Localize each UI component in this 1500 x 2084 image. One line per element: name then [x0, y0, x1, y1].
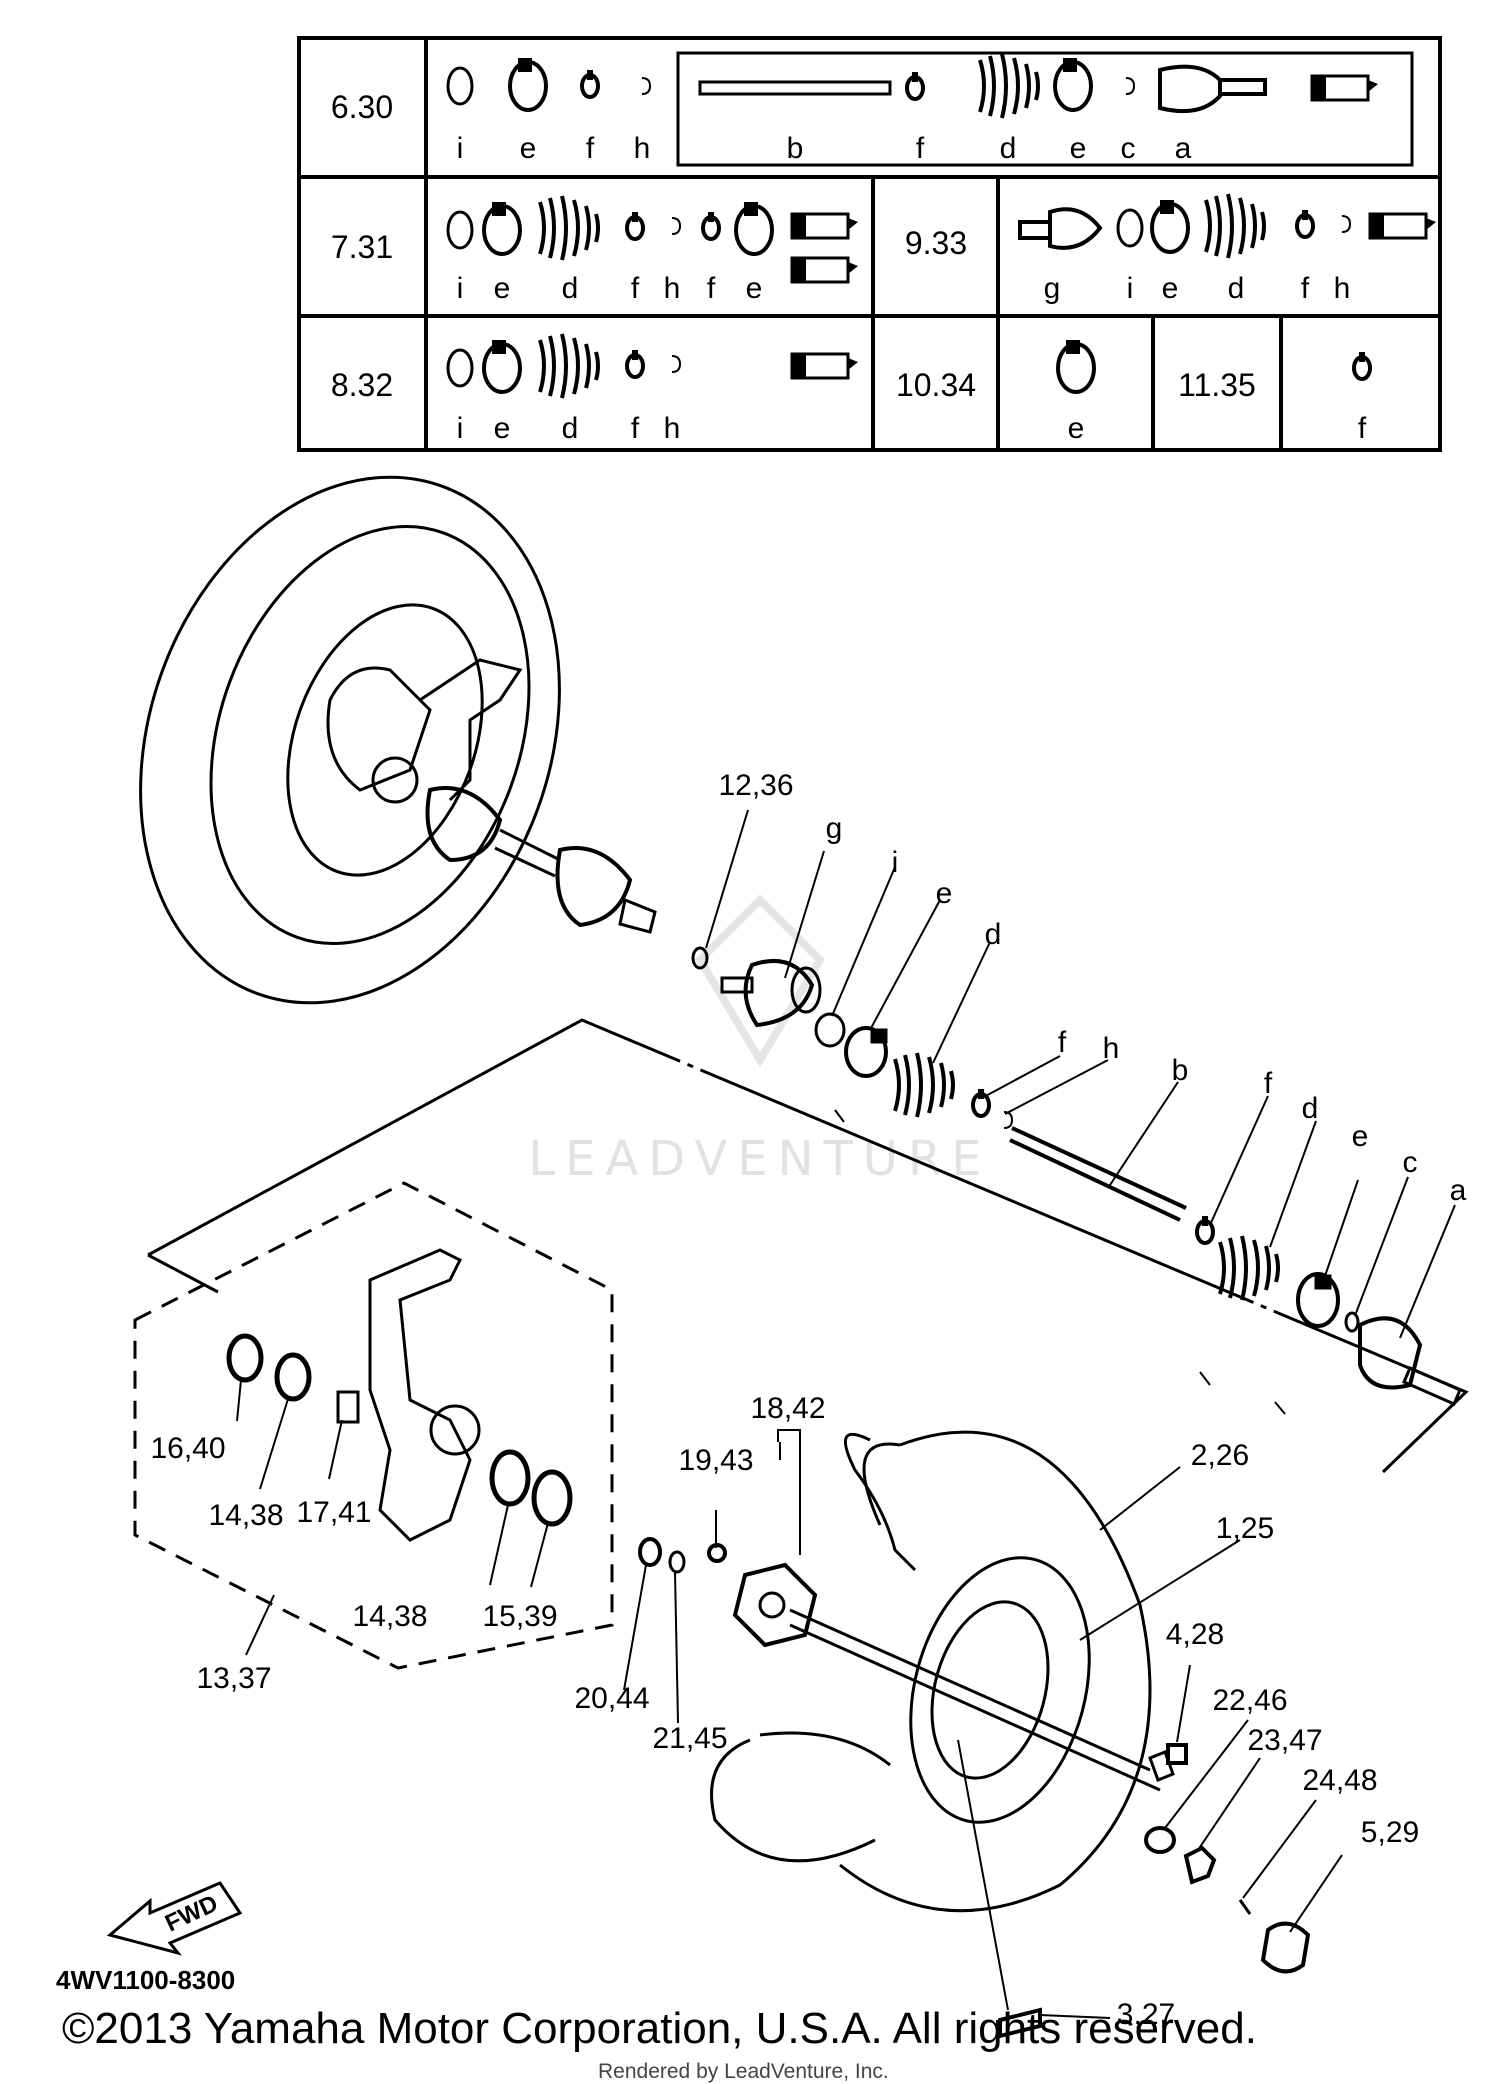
- shaft-outline: [147, 1018, 1469, 1474]
- o-ring: [668, 1550, 686, 1574]
- kit-letter: d: [562, 272, 579, 305]
- kit-letter: f: [707, 272, 716, 305]
- callout-f: f: [1058, 1026, 1067, 1059]
- kit-letter: e: [520, 132, 537, 165]
- knuckle-group-outline: [133, 1181, 614, 1670]
- kit-letter: d: [1228, 272, 1245, 305]
- callout-22-46: 22,46: [1212, 1684, 1287, 1717]
- watermark: LEADVENTURE: [528, 894, 991, 1187]
- part-number: 4WV1100-8300: [56, 1965, 236, 1995]
- callout-i: i: [892, 846, 899, 879]
- shaft-outline-left: [147, 1253, 219, 1294]
- kit-letter: h: [1334, 272, 1351, 305]
- kit-letter: i: [457, 132, 464, 165]
- kit-letter: e: [1068, 412, 1085, 445]
- callout-a: a: [1450, 1174, 1467, 1207]
- callout-5-29: 5,29: [1361, 1816, 1419, 1849]
- copyright-notice: ©2013 Yamaha Motor Corporation, U.S.A. A…: [62, 2004, 1257, 2053]
- callout-d: d: [985, 918, 1002, 951]
- callout-labels: 12,36 g i e d f h b f d e c a 18,42 19,4…: [150, 769, 1466, 2031]
- callout-14-38b: 14,38: [352, 1600, 427, 1633]
- callout-4-28: 4,28: [1166, 1618, 1224, 1651]
- callout-13-37: 13,37: [196, 1662, 271, 1695]
- kit-letter: f: [631, 412, 640, 445]
- callout-23-47: 23,47: [1247, 1724, 1322, 1757]
- callout-12-36: 12,36: [718, 769, 793, 802]
- fwd-arrow-icon: FWD: [106, 1881, 243, 1956]
- table-key-8-32: 8.32: [331, 367, 393, 403]
- knuckle-assembly: [226, 1248, 573, 1542]
- kit-letter: f: [631, 272, 640, 305]
- callout-15-39: 15,39: [482, 1600, 557, 1633]
- callout-leaders: [236, 809, 1456, 2019]
- callout-24-48: 24,48: [1302, 1764, 1377, 1797]
- kit-letter: f: [916, 132, 925, 165]
- kit-letter: f: [1301, 272, 1310, 305]
- kit-letter: i: [457, 412, 464, 445]
- callout-17-41: 17,41: [296, 1496, 371, 1529]
- callout-20-44: 20,44: [574, 1682, 649, 1715]
- callout-19-43: 19,43: [678, 1444, 753, 1477]
- svg-text:LEADVENTURE: LEADVENTURE: [528, 1131, 991, 1187]
- kit-letter: c: [1121, 132, 1136, 165]
- kit-letter: b: [787, 132, 804, 165]
- callout-f2: f: [1264, 1067, 1273, 1100]
- callout-14-38a: 14,38: [208, 1499, 283, 1532]
- exploded-driveshaft: [691, 946, 1462, 1406]
- kit-letter: e: [1162, 272, 1179, 305]
- lower-wheel-assembly: [707, 1430, 1311, 2039]
- callout-18-42: 18,42: [750, 1392, 825, 1425]
- callout-e2: e: [1352, 1120, 1369, 1153]
- kit-letter: i: [1127, 272, 1134, 305]
- kit-letter: e: [1070, 132, 1087, 165]
- table-key-9-33: 9.33: [905, 225, 967, 261]
- table-key-6-30: 6.30: [331, 89, 393, 125]
- kit-letter: e: [746, 272, 763, 305]
- kit-letter: e: [494, 272, 511, 305]
- callout-2-26: 2,26: [1191, 1439, 1249, 1472]
- callout-d2: d: [1302, 1092, 1319, 1125]
- kit-letter: e: [494, 412, 511, 445]
- callout-21-45: 21,45: [652, 1722, 727, 1755]
- parts-kit-table: 6.30 i e f h b f d e c a 7.31 i e d f h …: [297, 36, 1442, 452]
- kit-letter: g: [1044, 272, 1061, 305]
- callout-g: g: [826, 812, 843, 845]
- callout-c: c: [1403, 1146, 1418, 1179]
- kit-letter: f: [1358, 412, 1367, 445]
- kit-letter: h: [664, 412, 681, 445]
- kit-letter: i: [457, 272, 464, 305]
- kit-letter: d: [562, 412, 579, 445]
- washer: [638, 1537, 662, 1567]
- upper-wheel-assembly: [139, 475, 657, 1005]
- kit-letter: d: [1000, 132, 1017, 165]
- kit-letter: h: [634, 132, 651, 165]
- callout-e: e: [936, 877, 953, 910]
- callout-16-40: 16,40: [150, 1432, 225, 1465]
- kit-letter: f: [586, 132, 595, 165]
- table-key-11-35: 11.35: [1178, 367, 1256, 403]
- rendered-by-notice: Rendered by LeadVenture, Inc.: [598, 2060, 889, 2083]
- table-key-10-34: 10.34: [896, 367, 976, 403]
- callout-3-27: 3,27: [1117, 1998, 1175, 2031]
- callout-b: b: [1172, 1054, 1189, 1087]
- callout-1-25: 1,25: [1216, 1512, 1274, 1545]
- kit-letter: a: [1175, 132, 1192, 165]
- callout-h: h: [1103, 1032, 1120, 1065]
- table-key-7-31: 7.31: [331, 229, 393, 265]
- kit-letter: h: [664, 272, 681, 305]
